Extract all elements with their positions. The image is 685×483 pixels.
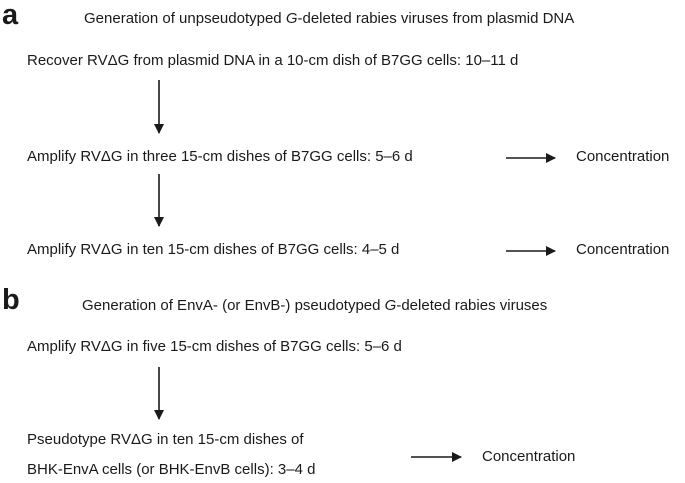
panel-a-letter: a	[2, 0, 19, 31]
panel-b-step-2-line-1: Pseudotype RVΔG in ten 15-cm dishes of	[27, 431, 304, 448]
panel-a-step-3-output: Concentration	[576, 241, 670, 258]
panel-a-step-3: Amplify RVΔG in ten 15-cm dishes of B7GG…	[27, 241, 400, 258]
panel-b-step-2-line-2: BHK-EnvA cells (or BHK-EnvB cells): 3–4 …	[27, 461, 316, 478]
panel-b-step-2-output: Concentration	[482, 448, 576, 465]
panel-b-title: Generation of EnvA- (or EnvB-) pseudotyp…	[82, 297, 548, 314]
panel-a-step-2: Amplify RVΔG in three 15-cm dishes of B7…	[27, 148, 413, 165]
panel-a-step-1: Recover RVΔG from plasmid DNA in a 10-cm…	[27, 52, 519, 69]
panel-b-letter: b	[2, 284, 20, 316]
panel-a-title: Generation of unpseudotyped G-deleted ra…	[84, 10, 575, 27]
panel-b-step-1: Amplify RVΔG in five 15-cm dishes of B7G…	[27, 338, 402, 355]
panel-a-step-2-output: Concentration	[576, 148, 670, 165]
